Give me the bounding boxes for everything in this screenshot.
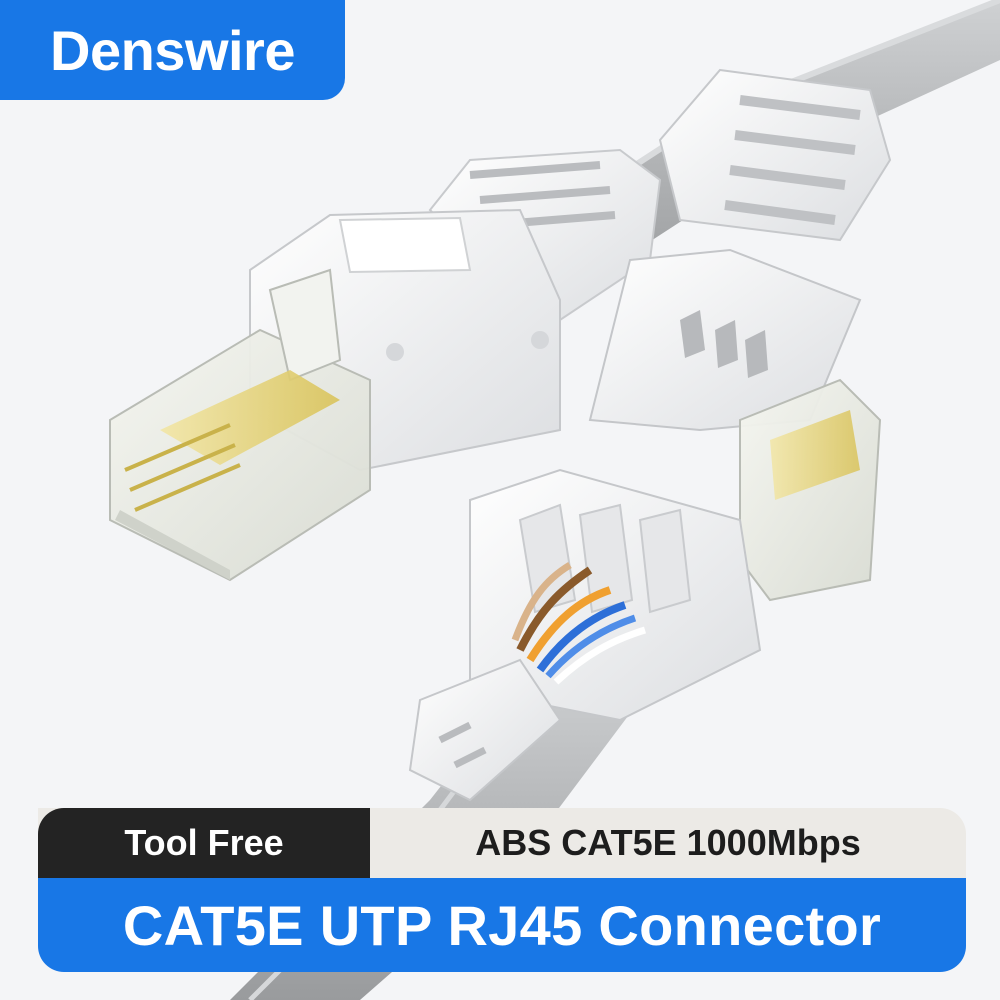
left-plug [109,148,662,582]
tool-free-tag: Tool Free [38,808,370,878]
brand-badge: Denswire [0,0,345,100]
twisted-wires [511,561,647,685]
right-connector [408,68,892,802]
tool-free-label: Tool Free [124,822,284,863]
title-banner: CAT5E UTP RJ45 Connector [38,878,966,972]
product-title: CAT5E UTP RJ45 Connector [122,893,882,957]
spec-label: ABS CAT5E 1000Mbps [475,822,861,863]
brand-name: Denswire [50,18,296,82]
